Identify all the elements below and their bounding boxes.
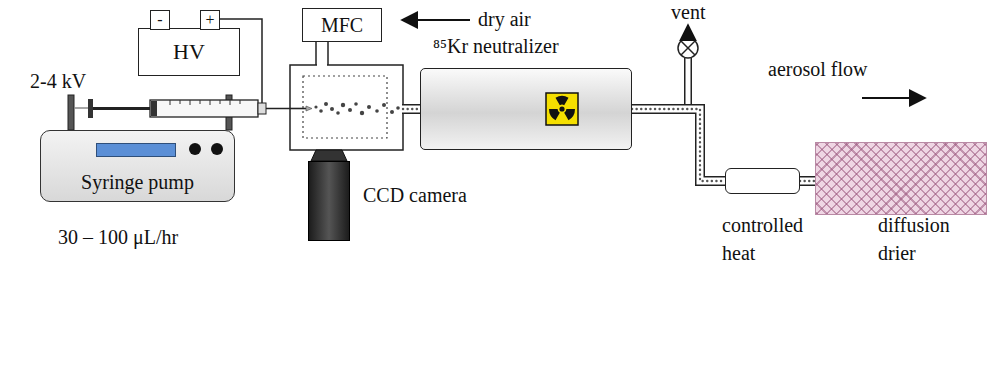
node-text: -: [157, 11, 162, 29]
syringe: [170, 100, 240, 105]
spray-droplets: [314, 102, 399, 115]
spray-droplets: [314, 105, 317, 108]
tube-part: [632, 109, 725, 181]
aerosol-tube: [632, 109, 725, 181]
air-inlet-tube: [315, 42, 317, 65]
pump-display: [96, 143, 176, 157]
spray-droplets: [319, 109, 323, 113]
syringe: [88, 99, 93, 118]
vent-label: vent: [671, 1, 705, 24]
spray-droplets: [324, 102, 328, 106]
pump-button: [189, 143, 201, 155]
syringe: [266, 108, 306, 110]
spray-droplets: [375, 109, 379, 113]
radiation-symbol: [549, 109, 560, 120]
neutralizer-tube: ⁸⁵Kr neutralizer: [420, 68, 632, 150]
spray-droplets: [354, 102, 358, 106]
syringe: [93, 107, 152, 110]
syringe: [68, 95, 306, 130]
spray-droplets: [330, 107, 334, 111]
node-text: controlled heat: [722, 211, 820, 267]
spray-chamber: [290, 65, 403, 150]
needle-tip: [290, 108, 306, 110]
ccd-camera: CCD camera: [308, 161, 350, 241]
spray-droplets: [348, 108, 352, 112]
aerosol-tube: [402, 104, 421, 114]
radiation-symbol: [556, 96, 569, 105]
node-text: ⁸⁵Kr neutralizer: [433, 35, 559, 58]
node-text: MFC: [321, 14, 363, 37]
radiation-symbol: [546, 93, 578, 125]
syringe: [150, 100, 258, 117]
radiation-symbol: [564, 109, 575, 120]
tube-part: [800, 180, 815, 182]
flow-arrow: [862, 97, 925, 99]
vent-tube: [678, 25, 698, 106]
inlet-gap: [317, 64, 327, 67]
taylor-cone: [306, 106, 312, 111]
syringe: [258, 103, 266, 114]
voltage-label: 2-4 kV: [30, 70, 86, 93]
spray-droplets: [396, 106, 400, 110]
gas-label: dry air: [478, 8, 531, 31]
heater: controlled heat: [725, 168, 800, 194]
node-text: diffusion drier: [878, 211, 990, 267]
node-text: HV: [173, 39, 205, 64]
camera-lens: [311, 150, 347, 161]
terminal-box: -: [150, 10, 170, 30]
air-inlet-tube: [327, 42, 329, 65]
syringe: [240, 100, 241, 104]
spray-droplets: [367, 105, 371, 109]
spray-droplets: [390, 110, 394, 114]
tube-part: [632, 109, 725, 181]
vent-tube: [678, 38, 698, 58]
syringe: [230, 100, 231, 105]
diffusion-drier: diffusion drier: [815, 142, 987, 215]
air-inlet-tube: [316, 42, 328, 65]
syringe: [210, 100, 211, 105]
pump-button: [211, 143, 223, 155]
flow-arrow: [402, 19, 470, 21]
syringe: [151, 101, 157, 116]
power-supply-box: HV: [138, 28, 240, 76]
tube-part: [632, 109, 725, 181]
mfc-box: MFC: [302, 8, 382, 42]
syringe: [170, 100, 171, 105]
flow-direction-label: aerosol flow: [768, 58, 867, 81]
syringe: [190, 100, 191, 105]
aerosol-tube: [402, 106, 421, 113]
spray-droplets: [336, 111, 340, 115]
vent-tube: [681, 41, 695, 55]
tube-part: [800, 176, 815, 186]
node-text: Syringe pump: [41, 171, 234, 194]
aerosol-tube: [403, 108, 420, 110]
spray-droplets: [360, 111, 364, 115]
tube-part: [800, 178, 815, 185]
syringe-pump-body: Syringe pump: [40, 130, 235, 202]
terminal-box: +: [200, 10, 220, 30]
spray-zone: [303, 76, 387, 138]
vent-tube: [686, 58, 691, 106]
spray-droplets: [341, 103, 345, 107]
syringe: [220, 100, 221, 104]
vent-tube: [681, 41, 695, 55]
syringe: [68, 95, 74, 130]
flow-rate-label: 30 – 100 μL/hr: [58, 226, 178, 249]
syringe: [200, 100, 201, 104]
radiation-symbol: [545, 92, 579, 126]
node-text: CCD camera: [363, 184, 467, 207]
radiation-symbol: [559, 106, 564, 111]
node-text: +: [205, 11, 214, 29]
aerosol-tube: [800, 181, 815, 182]
spray-droplets: [382, 103, 386, 107]
vent-tube: [687, 25, 689, 38]
aerosol-tube: [402, 109, 421, 110]
syringe: [180, 100, 181, 104]
